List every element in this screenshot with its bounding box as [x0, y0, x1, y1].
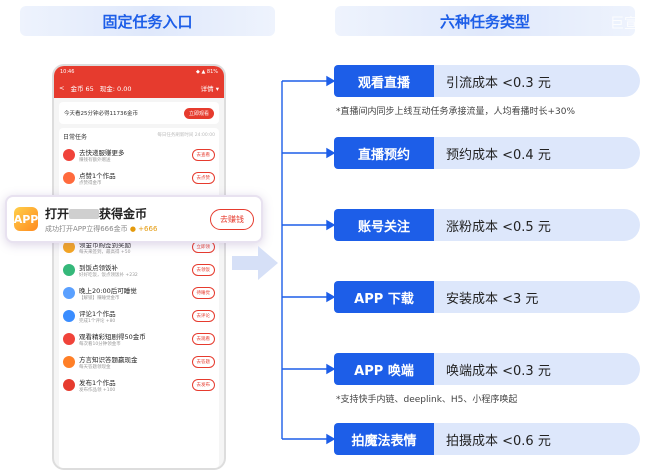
task-name: 观看精彩短剧得50金币 [79, 332, 146, 341]
type-row-account-follow: 账号关注 涨粉成本 <0.5 元 [334, 209, 640, 241]
task-name: 领金币购签到奖励 [79, 240, 131, 249]
type-label: 拍魔法表情 [334, 423, 434, 455]
task-list-subtitle: 每日任务刷新时间 24:00:00 [157, 133, 215, 138]
type-cost: 安装成本 <3 元 [434, 281, 640, 313]
type-row-app-download: APP 下载 安装成本 <3 元 [334, 281, 640, 313]
live-note: *直播间内同步上线互动任务承接流量，人均看播时长+30% [336, 107, 576, 117]
task-name: 去快递服赚更多 [79, 148, 125, 157]
task-icon [63, 148, 75, 161]
task-action-button[interactable]: 去观看 [191, 332, 215, 345]
task-action-button[interactable]: 去答题 [191, 355, 215, 368]
app-open-task-card[interactable]: APP 打开获得金币 成功打开APP立得666金币 ● +666 去赚钱 [5, 195, 263, 243]
left-section-header: 固定任务入口 [20, 6, 275, 36]
type-label: APP 下载 [334, 281, 434, 313]
type-row-live-reservation: 直播预约 预约成本 <0.4 元 [334, 137, 640, 169]
task-icon [63, 286, 75, 299]
task-icon [63, 309, 75, 322]
type-label: APP 唤端 [334, 353, 434, 385]
task-icon [63, 240, 75, 253]
task-name: 发布1个作品 [79, 378, 116, 387]
banner-text: 今天看25分钟必得11736金币 [64, 111, 138, 117]
type-cost: 涨粉成本 <0.5 元 [434, 209, 640, 241]
task-action-button[interactable]: 去查看 [191, 148, 215, 161]
task-subtitle: 成功打开APP立得666金币 ● +666 [45, 224, 158, 233]
earn-money-button[interactable]: 去赚钱 [210, 208, 254, 230]
app-bar: < 金币 65 现金: 0.00 详情 ▾ [54, 78, 224, 98]
type-label: 观看直播 [334, 65, 434, 97]
task-name: 点赞1个作品 [79, 171, 116, 180]
watch-now-button[interactable]: 立即观看 [183, 107, 214, 119]
task-desc: 完成1个评论 +80 [79, 318, 116, 324]
status-bar: 10:46 ◆ ▲ 81% [54, 66, 224, 78]
task-action-button[interactable]: 待睡觉 [191, 286, 215, 299]
type-cost: 预约成本 <0.4 元 [434, 137, 640, 169]
detail-link[interactable]: 详情 ▾ [200, 85, 219, 93]
pointer-arrow-icon [232, 246, 278, 280]
task-desc: 每天来签到，最高得 +50 [79, 249, 131, 255]
coin-balance: 金币 65 [70, 85, 94, 93]
task-row: 方言知识答题赢现金每天答题领现金 去答题 [63, 350, 215, 373]
type-cost: 唤端成本 <0.3 元 [434, 353, 640, 385]
task-desc: 点赞得金币 [79, 180, 102, 186]
task-name: 评论1个作品 [79, 309, 116, 318]
task-row: 发布1个作品发布作品领 +100 去发布 [63, 373, 215, 396]
reward-amount: +666 [138, 224, 158, 233]
task-list-header: 日常任务 每日任务刷新时间 24:00:00 [63, 132, 215, 141]
type-cost: 拍摄成本 <0.6 元 [434, 423, 640, 455]
task-row: 观看精彩短剧得50金币每次看10分钟领金币 去观看 [63, 327, 215, 350]
task-desc: 赚钱有额外赠送 [79, 157, 111, 163]
connector-lines [281, 75, 336, 445]
right-section-header: 六种任务类型 [335, 6, 635, 36]
task-action-button[interactable]: 去发布 [191, 378, 215, 391]
task-action-button[interactable]: 去点赞 [191, 171, 215, 184]
task-desc: 好好吃饭，饭点领饭补 +232 [79, 272, 138, 278]
type-label: 账号关注 [334, 209, 434, 241]
status-time: 10:46 [60, 69, 75, 75]
app-icon: APP [14, 207, 38, 231]
status-icons: ◆ ▲ 81% [196, 69, 218, 75]
task-row: 评论1个作品完成1个评论 +80 去评论 [63, 304, 215, 327]
task-row: 点赞1个作品点赞得金币 去点赞 [63, 166, 215, 189]
task-icon [63, 332, 75, 345]
watermark: 巨宣 [610, 16, 638, 32]
task-row: 晚上20:00后可睡觉【解锁】赚睡觉金币 待睡觉 [63, 281, 215, 304]
type-cost: 引流成本 <0.3 元 [434, 65, 640, 97]
cash-balance: 现金: 0.00 [99, 85, 132, 93]
task-row: 到饭点领饭补好好吃饭，饭点领饭补 +232 去领饭 [63, 258, 215, 281]
task-name: 晚上20:00后可睡觉 [79, 286, 137, 295]
task-title: 打开获得金币 [45, 206, 148, 221]
task-action-button[interactable]: 去评论 [191, 309, 215, 322]
task-desc: 【解锁】赚睡觉金币 [79, 295, 120, 301]
task-desc: 每次看10分钟领金币 [79, 341, 121, 347]
task-desc: 发布作品领 +100 [79, 387, 116, 393]
task-icon [63, 171, 75, 184]
task-action-button[interactable]: 去领饭 [191, 263, 215, 276]
redacted-app-name [69, 209, 100, 219]
watch-banner: 今天看25分钟必得11736金币 立即观看 [59, 102, 219, 124]
task-row: 去快递服赚更多赚钱有额外赠送 去查看 [63, 143, 215, 166]
task-desc: 每天答题领现金 [79, 364, 111, 370]
task-icon [63, 355, 75, 368]
type-row-magic-sticker: 拍魔法表情 拍摄成本 <0.6 元 [334, 423, 640, 455]
daily-task-list: 日常任务 每日任务刷新时间 24:00:00 去快递服赚更多赚钱有额外赠送 去查看… [59, 128, 219, 468]
task-icon [63, 263, 75, 276]
type-row-app-wake: APP 唤端 唤端成本 <0.3 元 [334, 353, 640, 385]
coin-icon: ● [129, 224, 136, 233]
wake-note: *支持快手内链、deeplink、H5、小程序唤起 [336, 395, 518, 405]
task-list-title: 日常任务 [63, 134, 88, 141]
task-name: 方言知识答题赢现金 [79, 355, 138, 364]
phone-mockup: 10:46 ◆ ▲ 81% < 金币 65 现金: 0.00 详情 ▾ 今天看2… [52, 64, 226, 470]
back-icon[interactable]: < [59, 84, 65, 92]
task-icon [63, 378, 75, 391]
type-row-watch-live: 观看直播 引流成本 <0.3 元 [334, 65, 640, 97]
task-name: 到饭点领饭补 [79, 263, 118, 272]
type-label: 直播预约 [334, 137, 434, 169]
